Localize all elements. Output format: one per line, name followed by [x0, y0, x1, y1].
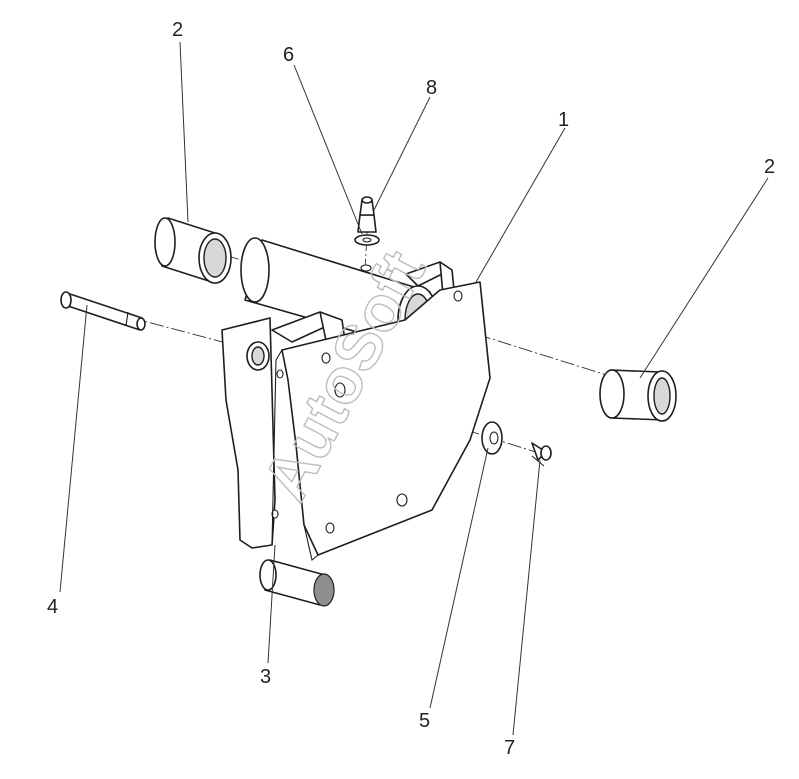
callout-labels: 1 2 2 3 4 5 6 7 8 [47, 19, 775, 759]
bushing-part-2-right [599, 369, 677, 422]
callout-7: 7 [504, 737, 515, 759]
bushing-part-2-left [154, 217, 232, 284]
callout-1: 1 [558, 109, 569, 131]
cotter-pin-part-7 [531, 442, 552, 467]
bushing-part-3 [259, 559, 335, 607]
leader-lines [59, 41, 769, 736]
callout-5: 5 [419, 710, 430, 732]
callout-6: 6 [283, 44, 294, 66]
callout-4: 4 [47, 596, 58, 618]
callout-2-right: 2 [764, 156, 775, 178]
pin-part-4 [60, 291, 146, 331]
grease-fitting-part-8 [357, 196, 377, 233]
bracket-part-1 [221, 237, 491, 561]
callout-3: 3 [260, 666, 271, 688]
washer-part-5 [481, 421, 503, 455]
callout-2-left: 2 [172, 19, 183, 41]
washer-part-6 [354, 234, 380, 246]
callout-8: 8 [426, 77, 437, 99]
